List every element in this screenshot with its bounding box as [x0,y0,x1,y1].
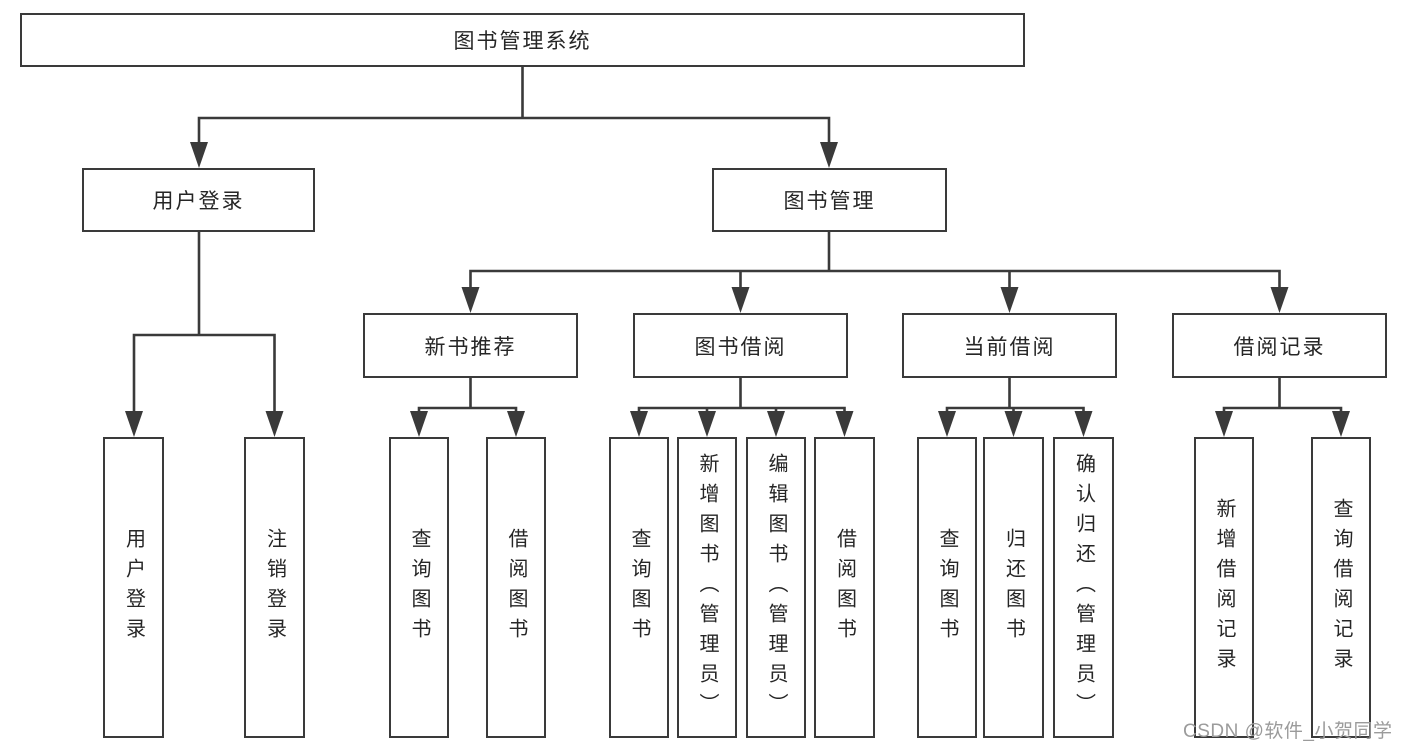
node-label: 借阅记录 [1233,335,1326,359]
node-label: 查询图书 [408,527,430,648]
node-book-borrow: 图书借阅 [633,313,848,378]
node-label: 查询图书 [628,527,650,648]
node-leaf-user-login: 用户登录 [103,437,164,738]
arrowhead-icon [1004,411,1023,437]
arrowhead-icon [265,411,284,437]
node-label: 当前借阅 [963,335,1056,359]
arrowhead-icon [630,411,648,437]
arrowhead-icon [731,287,750,313]
node-user-login: 用户登录 [82,168,315,232]
arrowhead-icon [698,411,716,437]
node-leaf-edit-books-admin: 编辑图书（管理员） [746,437,806,738]
node-book-management: 图书管理 [712,168,947,232]
connector-borrow-record-children [1215,377,1350,437]
node-new-book-recommend: 新书推荐 [363,313,578,378]
node-root-system: 图书管理系统 [20,13,1025,67]
arrowhead-icon [410,411,428,437]
node-label: 图书借阅 [694,335,787,359]
connector-book-borrow-children [630,377,854,437]
node-leaf-borrow-books: 借阅图书 [814,437,875,738]
node-label: 图书管理系统 [453,30,592,53]
node-leaf-logout: 注销登录 [244,437,305,738]
node-leaf-confirm-return-admin: 确认归还（管理员） [1053,437,1114,738]
arrowhead-icon [938,411,956,437]
arrowhead-icon [1074,411,1093,437]
node-leaf-return-books: 归还图书 [983,437,1044,738]
node-label: 新书推荐 [424,335,517,359]
node-leaf-borrow-books-recommend: 借阅图书 [486,437,546,738]
node-leaf-query-borrow-record: 查询借阅记录 [1311,437,1371,738]
node-leaf-query-books-current: 查询图书 [917,437,977,738]
node-label: 编辑图书（管理员） [765,452,787,723]
connector-new-book-children [410,377,525,437]
node-label: 用户登录 [122,527,145,648]
node-borrow-record: 借阅记录 [1172,313,1387,378]
connector-current-borrow-children [938,377,1093,437]
connector-book-mgmt-children [461,231,1289,313]
node-leaf-add-borrow-record: 新增借阅记录 [1194,437,1254,738]
node-label: 借阅图书 [505,527,527,648]
arrowhead-icon [820,142,838,168]
arrowhead-icon [1332,411,1350,437]
node-leaf-query-books: 查询图书 [609,437,669,738]
connector-user-login-children [125,231,284,437]
node-leaf-query-books-recommend: 查询图书 [389,437,449,738]
node-label: 归还图书 [1002,527,1025,648]
node-leaf-add-books-admin: 新增图书（管理员） [677,437,737,738]
arrowhead-icon [1000,287,1019,313]
connector-root-to-level2 [190,66,838,168]
arrowhead-icon [835,411,854,437]
node-current-borrow: 当前借阅 [902,313,1117,378]
node-label: 新增借阅记录 [1213,497,1235,678]
node-label: 确认归还（管理员） [1072,452,1095,723]
node-label: 图书管理 [783,190,876,213]
arrowhead-icon [125,411,143,437]
node-label: 注销登录 [263,527,286,648]
node-label: 借阅图书 [833,527,856,648]
arrowhead-icon [767,411,785,437]
node-label: 新增图书（管理员） [696,452,718,723]
arrowhead-icon [1215,411,1233,437]
node-label: 用户登录 [152,190,245,213]
node-label: 查询图书 [936,527,958,648]
arrowhead-icon [190,142,208,168]
arrowhead-icon [1270,287,1289,313]
arrowhead-icon [507,411,525,437]
arrowhead-icon [461,287,480,313]
node-label: 查询借阅记录 [1330,497,1352,678]
csdn-watermark: CSDN @软件_小贺同学 [1183,721,1393,742]
